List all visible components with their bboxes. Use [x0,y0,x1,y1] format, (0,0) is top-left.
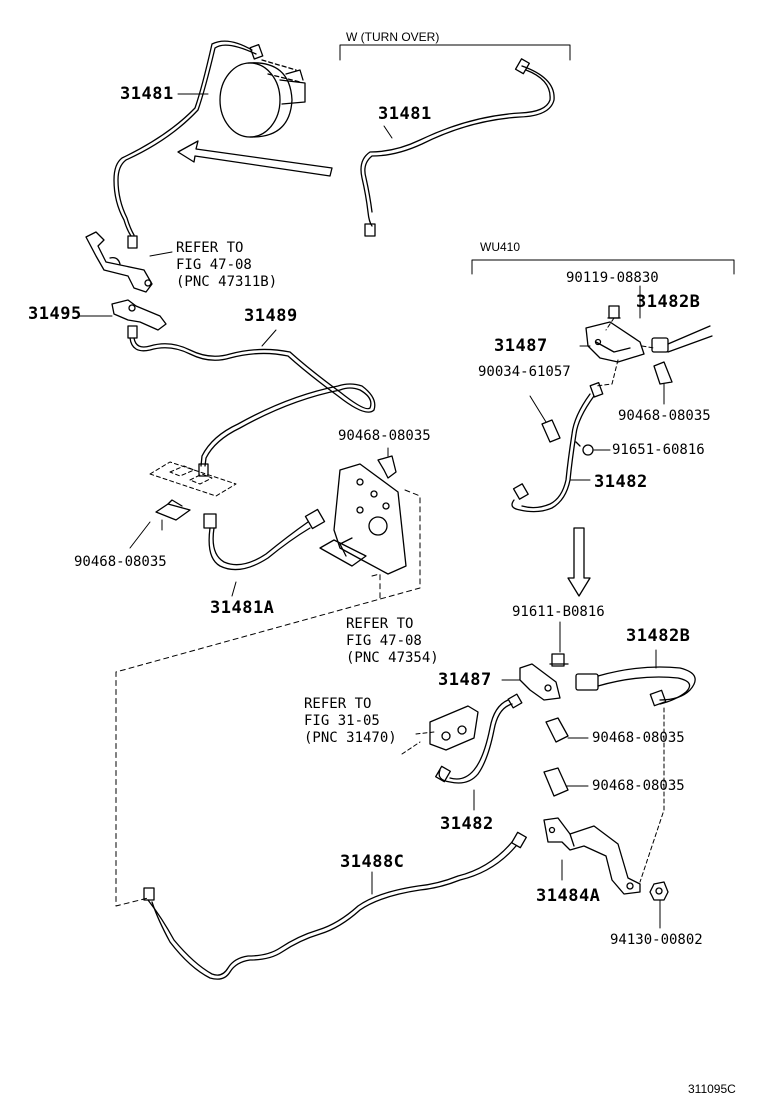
part-31481: 31481 [120,84,174,104]
part-31488C: 31488C [340,852,405,872]
part-90034-61057: 90034-61057 [478,364,571,380]
wu410-bracket-line [471,259,735,275]
clip-90034-61057 [541,419,561,443]
bolt-91611-B0816 [549,653,569,667]
ref-line-3: (PNC 31470) [304,730,397,746]
bracket-47311B [85,231,153,293]
part-31495: 31495 [28,304,82,324]
variant-turn-over: W (TURN OVER) [346,30,440,44]
ref-line-3: (PNC 47311B) [176,274,278,290]
tube-31488C [143,831,527,980]
ref-line-1: REFER TO [304,696,372,712]
bracket-31487-bot [519,663,561,701]
clip-90468-bot1 [545,717,569,743]
leader-lines [129,93,591,597]
hose-31482B-bot [575,666,696,707]
clip-90468-center [377,455,397,479]
part-31482B-top: 31482B [636,292,701,312]
part-31482-bot: 31482 [440,814,494,834]
bracket-47354 [319,463,407,575]
tube-31482-bot [435,693,523,784]
nut-94130-00802 [649,881,669,901]
down-arrow [567,527,591,597]
part-90119-08830: 90119-08830 [566,270,659,286]
part-31487-bot: 31487 [438,670,492,690]
ref-47354: REFER TO FIG 47-08 (PNC 47354) [346,616,439,667]
dashed-leaders-top [595,317,655,387]
clip-90468-left [155,499,191,521]
ref-line-2: FIG 31-05 [304,713,380,729]
ref-line-1: REFER TO [346,616,414,632]
master-cylinder-illustration [219,59,306,138]
clip-plate [149,461,237,497]
bracket-31495 [111,299,167,331]
direction-arrow [177,140,333,177]
bracket-31484A [543,817,641,895]
part-91611-B0816: 91611-B0816 [512,604,605,620]
hose-31481A [203,508,326,571]
part-91651-60816: 91651-60816 [612,442,705,458]
part-90468-08035-bot2: 90468-08035 [592,778,685,794]
bracket-31487-top [585,321,645,363]
part-90468-08035-bot1: 90468-08035 [592,730,685,746]
ref-line-2: FIG 47-08 [176,257,252,273]
ref-31470: REFER TO FIG 31-05 (PNC 31470) [304,696,397,747]
part-31484A: 31484A [536,886,601,906]
tube-31481-turnover [360,58,555,237]
figure-code: 311095C [688,1082,736,1096]
variant-wu410: WU410 [480,240,521,254]
bolt-90119-08830 [607,305,621,319]
clip-90468-right [653,361,673,385]
ref-line-3: (PNC 47354) [346,650,439,666]
fitting-31470 [429,705,479,751]
part-90468-08035-left: 90468-08035 [74,554,167,570]
part-31489: 31489 [244,306,298,326]
ref-47311B: REFER TO FIG 47-08 (PNC 47311B) [176,240,277,291]
hose-31482B-top [651,325,713,353]
part-31482B-bot: 31482B [626,626,691,646]
ref-line-1: REFER TO [176,240,244,256]
part-31487-top: 31487 [494,336,548,356]
dashed-assembly-outline [115,489,421,907]
bolt-91651-60816 [575,441,594,456]
turn-over-bracket [339,44,571,61]
tube-31482-top [511,382,604,513]
part-94130-00802: 94130-00802 [610,932,703,948]
tube-31489 [127,325,376,477]
part-31481A: 31481A [210,598,275,618]
part-31481-turnover: 31481 [378,104,432,124]
tube-31481-main [113,40,264,249]
part-90468-08035-right: 90468-08035 [618,408,711,424]
dashed-leaders-bot [401,707,665,883]
clip-90468-bot2 [543,767,569,797]
part-90468-08035-center: 90468-08035 [338,428,431,444]
ref-line-2: FIG 47-08 [346,633,422,649]
part-31482-top: 31482 [594,472,648,492]
